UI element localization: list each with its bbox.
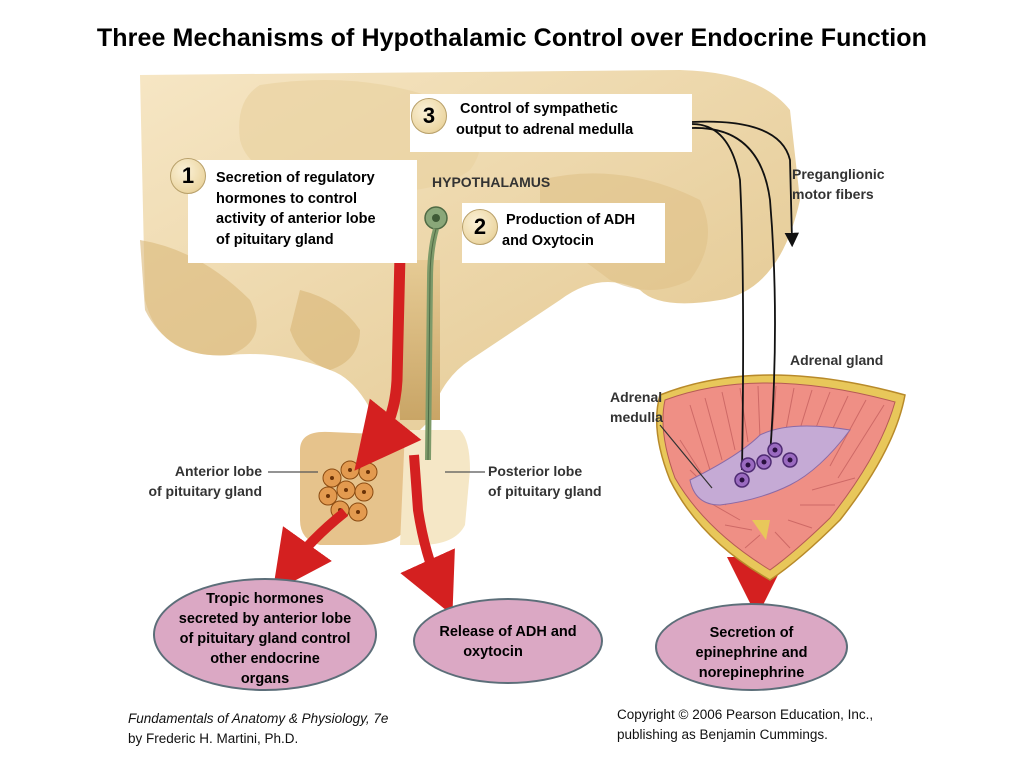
outcome-adh-release: Release of ADH and oxytocin (413, 598, 603, 684)
arrow-regulatory-hormones (354, 254, 422, 471)
callout-number-3: 3 (411, 98, 447, 134)
adrenal-medulla-leader (659, 424, 713, 489)
copyright-credit: Copyright © 2006 Pearson Education, Inc.… (617, 707, 874, 742)
callout-sympathetic-control: 3 Control of sympathetic output to adren… (410, 94, 692, 152)
book-credit: Fundamentals of Anatomy & Physiology, 7e… (128, 711, 389, 746)
callout-3-text: Control of sympathetic output to adrenal… (456, 101, 634, 138)
adrenal-medulla-label: Adrenal medulla (610, 389, 663, 425)
callout-2-text: Production of ADH and Oxytocin (502, 212, 636, 249)
outcome-1-text: Tropic hormones secreted by anterior lob… (178, 591, 352, 687)
optic-area (290, 290, 360, 370)
outcome-3-text: Secretion of epinephrine and norepinephr… (695, 625, 808, 681)
preganglionic-fibers (691, 120, 800, 471)
outcome-tropic-hormones: Tropic hormones secreted by anterior lob… (153, 578, 377, 691)
callout-number-2: 2 (462, 209, 498, 245)
outcome-2-text: Release of ADH and oxytocin (439, 624, 577, 660)
adrenal-gland (655, 374, 906, 581)
arrow-tropic-hormones (272, 508, 349, 593)
neurosecretory-neuron (424, 206, 448, 461)
arrow-adh-release (400, 454, 455, 616)
brain-left-mass (140, 240, 257, 356)
adrenal-gland-label: Adrenal gland (790, 352, 884, 368)
posterior-lobe (400, 430, 470, 545)
diagram-title: Three Mechanisms of Hypothalamic Control… (96, 24, 928, 52)
callout-number-1: 1 (170, 158, 206, 194)
outcome-epinephrine-secretion: Secretion of epinephrine and norepinephr… (655, 603, 848, 691)
callout-regulatory-hormones: 1 Secretion of regulatory hormones to co… (170, 158, 417, 263)
hypothalamus-label: HYPOTHALAMUS (432, 174, 551, 190)
callout-1-text: Secretion of regulatory hormones to cont… (216, 170, 376, 248)
anterior-lobe-label: Anterior lobe of pituitary gland (148, 463, 262, 499)
ganglion-cells (734, 442, 798, 488)
posterior-lobe-label: Posterior lobe of pituitary gland (488, 463, 602, 499)
preganglionic-label: Preganglionic motor fibers (792, 166, 885, 202)
callout-adh-production: 2 Production of ADH and Oxytocin (462, 203, 665, 263)
